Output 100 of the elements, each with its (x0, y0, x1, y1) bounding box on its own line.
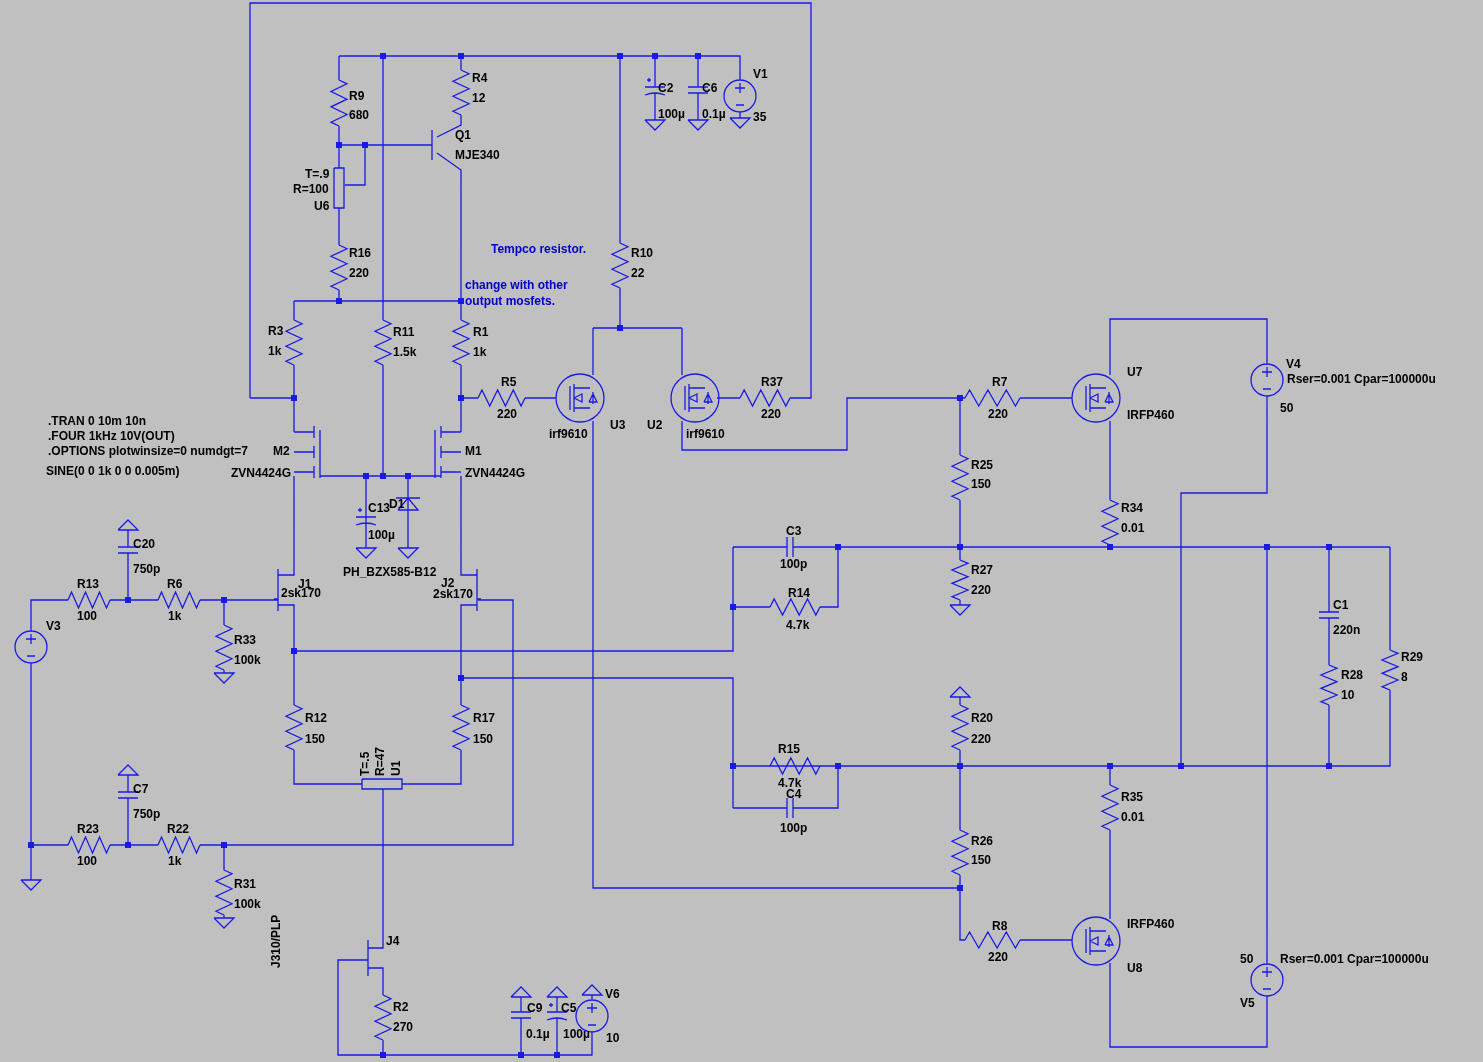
component-designator: C7 (133, 782, 149, 796)
component-designator: R16 (349, 246, 371, 260)
component-designator: U6 (314, 199, 330, 213)
component-designator: J4 (386, 934, 400, 948)
component-value: 220 (988, 950, 1009, 964)
component-value: 100p (780, 557, 808, 571)
spice-directive: SINE(0 0 1k 0 0 0.005m) (46, 464, 180, 478)
component-designator: U8 (1127, 961, 1143, 975)
component-value: 100 (77, 854, 98, 868)
component-designator: M1 (465, 444, 482, 458)
component-designator: R11 (393, 325, 415, 339)
component-value: 2sk170 (433, 587, 474, 601)
component-designator: R33 (234, 633, 256, 647)
component-designator: R6 (167, 577, 183, 591)
component-value: 150 (971, 853, 992, 867)
component-value: J310/PLP (269, 914, 283, 968)
component-parameter: R=47 (373, 746, 387, 776)
component-designator: V1 (753, 67, 768, 81)
component-value: 100p (780, 821, 808, 835)
component-value: PH_BZX585-B12 (343, 565, 437, 579)
component-designator: R20 (971, 711, 993, 725)
component-value: ZVN4424G (465, 466, 526, 480)
component-value: 750p (133, 562, 161, 576)
component-designator: R8 (992, 919, 1008, 933)
component-value: 220 (971, 732, 992, 746)
component-designator: R17 (473, 711, 495, 725)
component-designator: V4 (1286, 357, 1301, 371)
component-value: 12 (472, 91, 486, 105)
component-designator: R27 (971, 563, 993, 577)
component-value: 220 (971, 583, 992, 597)
component-designator: R13 (77, 577, 99, 591)
component-value: 10 (1341, 688, 1355, 702)
component-value: 0.01 (1121, 521, 1145, 535)
component-designator: R25 (971, 458, 993, 472)
component-value: 100µ (658, 107, 685, 121)
component-parameter: T=.9 (305, 167, 330, 181)
component-value: 270 (393, 1020, 414, 1034)
component-value: 35 (753, 110, 767, 124)
component-designator: C20 (133, 537, 155, 551)
component-parameter: R=100 (293, 182, 329, 196)
spice-directive: .FOUR 1kHz 10V(OUT) (48, 429, 175, 443)
component-designator: C4 (786, 787, 802, 801)
component-value: 150 (305, 732, 326, 746)
component-parameter: Rser=0.001 Cpar=100000u (1287, 372, 1436, 386)
component-designator: C3 (786, 524, 802, 538)
component-value: 220 (761, 407, 782, 421)
component-value: 10 (606, 1031, 620, 1045)
annotation-note: output mosfets. (465, 294, 555, 308)
component-designator: R3 (268, 324, 284, 338)
component-value: 220 (349, 266, 370, 280)
component-designator: R26 (971, 834, 993, 848)
component-designator: R5 (501, 375, 517, 389)
component-value: 150 (971, 477, 992, 491)
component-designator: R2 (393, 1000, 409, 1014)
component-designator: J2 (441, 576, 455, 590)
component-value: 50 (1240, 952, 1254, 966)
component-designator: C5 (561, 1001, 577, 1015)
component-designator: U7 (1127, 365, 1143, 379)
component-parameter: T=.5 (358, 751, 372, 776)
component-value: 4.7k (786, 618, 810, 632)
component-designator: R4 (472, 71, 488, 85)
component-value: 8 (1401, 670, 1408, 684)
component-designator: C1 (1333, 598, 1349, 612)
component-value: 220 (988, 407, 1009, 421)
component-value: 1k (268, 344, 282, 358)
component-value: 22 (631, 266, 645, 280)
component-value: MJE340 (455, 148, 500, 162)
component-designator: V6 (605, 987, 620, 1001)
component-designator: C9 (527, 1001, 543, 1015)
component-value: 1.5k (393, 345, 417, 359)
component-designator: U2 (647, 418, 663, 432)
component-value: 50 (1280, 401, 1294, 415)
component-designator: R34 (1121, 501, 1143, 515)
component-value: irf9610 (549, 427, 588, 441)
component-value: irf9610 (686, 427, 725, 441)
component-value: 1k (168, 854, 182, 868)
spice-directive: .TRAN 0 10m 10n (48, 414, 147, 428)
component-value: 100k (234, 897, 261, 911)
component-designator: R22 (167, 822, 189, 836)
component-designator: R23 (77, 822, 99, 836)
component-value: 220 (497, 407, 518, 421)
component-value: 1k (168, 609, 182, 623)
component-value: 4.7k (778, 776, 802, 790)
component-designator: R15 (778, 742, 800, 756)
component-value: 100µ (563, 1027, 590, 1041)
component-designator: C13 (368, 501, 390, 515)
component-value: 100k (234, 653, 261, 667)
component-designator: R37 (761, 375, 783, 389)
component-value: 0.1µ (526, 1027, 550, 1041)
component-designator: V5 (1240, 996, 1255, 1010)
component-designator: C6 (702, 81, 718, 95)
component-designator: R10 (631, 246, 653, 260)
component-value: ZVN4424G (231, 466, 292, 480)
component-value: 0.1µ (702, 107, 726, 121)
component-value: IRFP460 (1127, 917, 1175, 931)
component-designator: U1 (389, 760, 403, 776)
component-value: 150 (473, 732, 494, 746)
component-value: 750p (133, 807, 161, 821)
component-designator: C2 (658, 81, 674, 95)
component-designator: R31 (234, 877, 256, 891)
